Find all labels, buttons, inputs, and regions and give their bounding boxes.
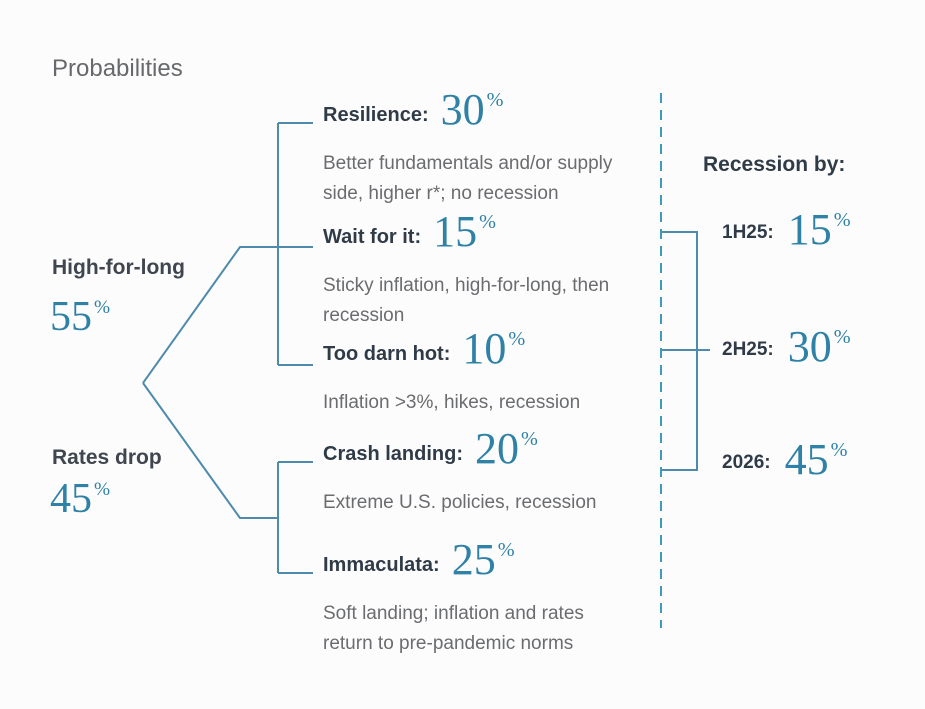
scenario-value: 25 bbox=[451, 535, 496, 584]
recession-period-label: 2026: bbox=[722, 452, 771, 473]
scenario-description: Extreme U.S. policies, recession bbox=[323, 492, 597, 513]
scenario-immaculata: Immaculata: 25% Soft landing; inflation a… bbox=[323, 538, 653, 659]
percent-sign: % bbox=[833, 326, 851, 349]
percent-sign: % bbox=[94, 297, 111, 318]
page-title: Probabilities bbox=[52, 55, 183, 82]
scenario-probability: 10% bbox=[462, 324, 525, 373]
recession-panel-header: Recession by: bbox=[703, 153, 846, 176]
scenario-head: Immaculata: 25% bbox=[323, 538, 653, 583]
scenario-value: 20 bbox=[475, 424, 520, 473]
scenario-value: 15 bbox=[433, 207, 478, 256]
scenario-head: Resilience: 30% bbox=[323, 88, 653, 133]
recession-row-2026: 2026: 45% bbox=[722, 438, 847, 482]
scenario-value: 10 bbox=[462, 324, 507, 373]
scenario-too-darn-hot: Too darn hot: 10% Inflation >3%, hikes, r… bbox=[323, 327, 653, 418]
recession-probability: 15% bbox=[788, 205, 851, 254]
upper-diagonal-branch-line bbox=[142, 246, 313, 384]
branch-value: 45 bbox=[50, 476, 92, 522]
scenario-wait-for-it: Wait for it: 15% Sticky inflation, high-f… bbox=[323, 210, 653, 331]
percent-sign: % bbox=[521, 428, 538, 451]
lower-diagonal-branch-line bbox=[142, 382, 278, 519]
scenario-name: Wait for it: bbox=[323, 226, 422, 248]
scenario-probability: 25% bbox=[452, 535, 515, 584]
scenario-name: Crash landing: bbox=[323, 443, 464, 465]
percent-sign: % bbox=[497, 539, 515, 562]
branch-value: 55 bbox=[50, 294, 92, 340]
scenario-name: Too darn hot: bbox=[323, 343, 451, 365]
recession-probability: 30% bbox=[788, 322, 851, 371]
scenario-description: Inflation >3%, hikes, recession bbox=[323, 392, 581, 413]
branch-probability-rates-drop: 45% bbox=[50, 478, 111, 524]
scenario-probability: 20% bbox=[475, 424, 538, 473]
scenario-resilience: Resilience: 30% Better fundamentals and/o… bbox=[323, 88, 653, 209]
recession-value: 45 bbox=[784, 435, 829, 484]
recession-period-label: 1H25: bbox=[722, 222, 774, 243]
percent-sign: % bbox=[486, 89, 504, 112]
percent-sign: % bbox=[833, 209, 851, 232]
scenario-description: Soft landing; inflation and rates return… bbox=[323, 603, 584, 654]
percent-sign: % bbox=[479, 211, 496, 234]
recession-period-label: 2H25: bbox=[722, 339, 774, 360]
scenario-name: Resilience: bbox=[323, 104, 429, 126]
scenario-probability: 30% bbox=[441, 85, 504, 134]
scenario-probability: 15% bbox=[433, 207, 496, 256]
percent-sign: % bbox=[508, 328, 526, 351]
scenario-head: Wait for it: 15% bbox=[323, 210, 653, 255]
branch-label-rates-drop: Rates drop bbox=[52, 446, 162, 469]
recession-probability: 45% bbox=[785, 435, 848, 484]
percent-sign: % bbox=[830, 439, 848, 462]
branch-probability-high-for-long: 55% bbox=[50, 296, 111, 342]
recession-row-2h25: 2H25: 30% bbox=[722, 325, 851, 369]
recession-value: 15 bbox=[787, 205, 832, 254]
scenario-head: Too darn hot: 10% bbox=[323, 327, 653, 372]
scenario-description: Sticky inflation, high-for-long, then re… bbox=[323, 275, 610, 326]
scenario-description: Better fundamentals and/or supply side, … bbox=[323, 153, 613, 204]
percent-sign: % bbox=[94, 479, 111, 500]
scenario-name: Immaculata: bbox=[323, 554, 440, 576]
scenario-value: 30 bbox=[440, 85, 485, 134]
recession-value: 30 bbox=[787, 322, 832, 371]
scenario-crash-landing: Crash landing: 20% Extreme U.S. policies,… bbox=[323, 427, 653, 518]
branch-label-high-for-long: High-for-long bbox=[52, 256, 185, 279]
scenario-head: Crash landing: 20% bbox=[323, 427, 653, 472]
recession-row-1h25: 1H25: 15% bbox=[722, 208, 851, 252]
